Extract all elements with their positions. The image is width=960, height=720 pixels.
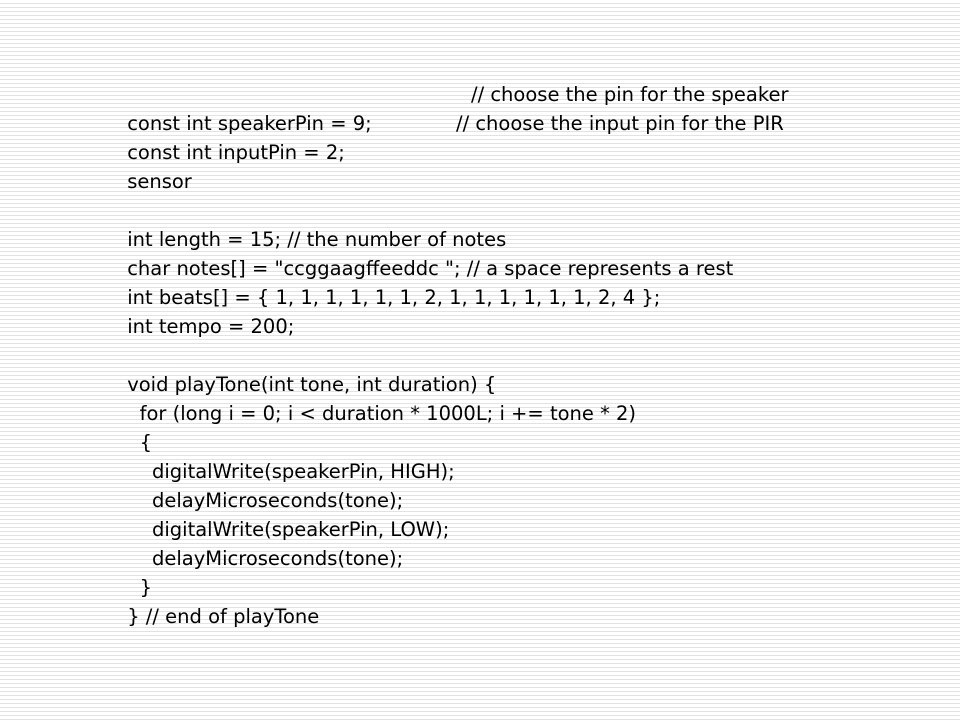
code-line: const int inputPin = 2; // choose the in… <box>90 109 890 164</box>
code-text: sensor <box>127 170 192 193</box>
code-text: digitalWrite(speakerPin, HIGH); <box>127 460 455 483</box>
code-text: int beats[] = { 1, 1, 1, 1, 1, 1, 2, 1, … <box>127 286 661 309</box>
code-text: { <box>127 431 153 454</box>
code-text: for (long i = 0; i < duration * 1000L; i… <box>127 402 637 425</box>
code-text: digitalWrite(speakerPin, LOW); <box>127 518 450 541</box>
code-text: delayMicroseconds(tone); <box>127 547 404 570</box>
code-block: const int speakerPin = 9; // choose the … <box>90 80 890 628</box>
code-text: int tempo = 200; <box>127 315 295 338</box>
code-comment: // choose the input pin for the PIR <box>456 112 784 135</box>
code-line: digitalWrite(speakerPin, HIGH); <box>90 428 890 483</box>
code-comment: // choose the pin for the speaker <box>471 83 789 106</box>
code-line: delayMicroseconds(tone); <box>90 515 890 570</box>
code-line: int beats[] = { 1, 1, 1, 1, 1, 1, 2, 1, … <box>90 254 890 309</box>
blank-line <box>90 167 890 196</box>
code-text: char notes[] = "ccggaagffeeddc "; // a s… <box>127 257 734 280</box>
code-line: { <box>90 399 890 454</box>
code-line: void playTone(int tone, int duration) { <box>90 341 890 396</box>
code-line: sensor <box>90 138 890 193</box>
code-text: } <box>127 576 153 599</box>
code-text: delayMicroseconds(tone); <box>127 489 404 512</box>
blank-line <box>90 312 890 341</box>
code-text: int length = 15; // the number of notes <box>127 228 507 251</box>
code-line: int tempo = 200; <box>90 283 890 338</box>
code-line: } // end of playTone <box>90 573 890 628</box>
code-line: delayMicroseconds(tone); <box>90 457 890 512</box>
code-line: for (long i = 0; i < duration * 1000L; i… <box>90 370 890 425</box>
code-text: const int speakerPin = 9; <box>127 112 372 135</box>
code-text: void playTone(int tone, int duration) { <box>127 373 497 396</box>
code-line: } <box>90 544 890 599</box>
code-line: int length = 15; // the number of notes <box>90 196 890 251</box>
code-text: const int inputPin = 2; <box>127 141 345 164</box>
code-line: digitalWrite(speakerPin, LOW); <box>90 486 890 541</box>
code-line: const int speakerPin = 9; // choose the … <box>90 80 890 135</box>
code-text: } // end of playTone <box>127 605 320 628</box>
code-line: char notes[] = "ccggaagffeeddc "; // a s… <box>90 225 890 280</box>
